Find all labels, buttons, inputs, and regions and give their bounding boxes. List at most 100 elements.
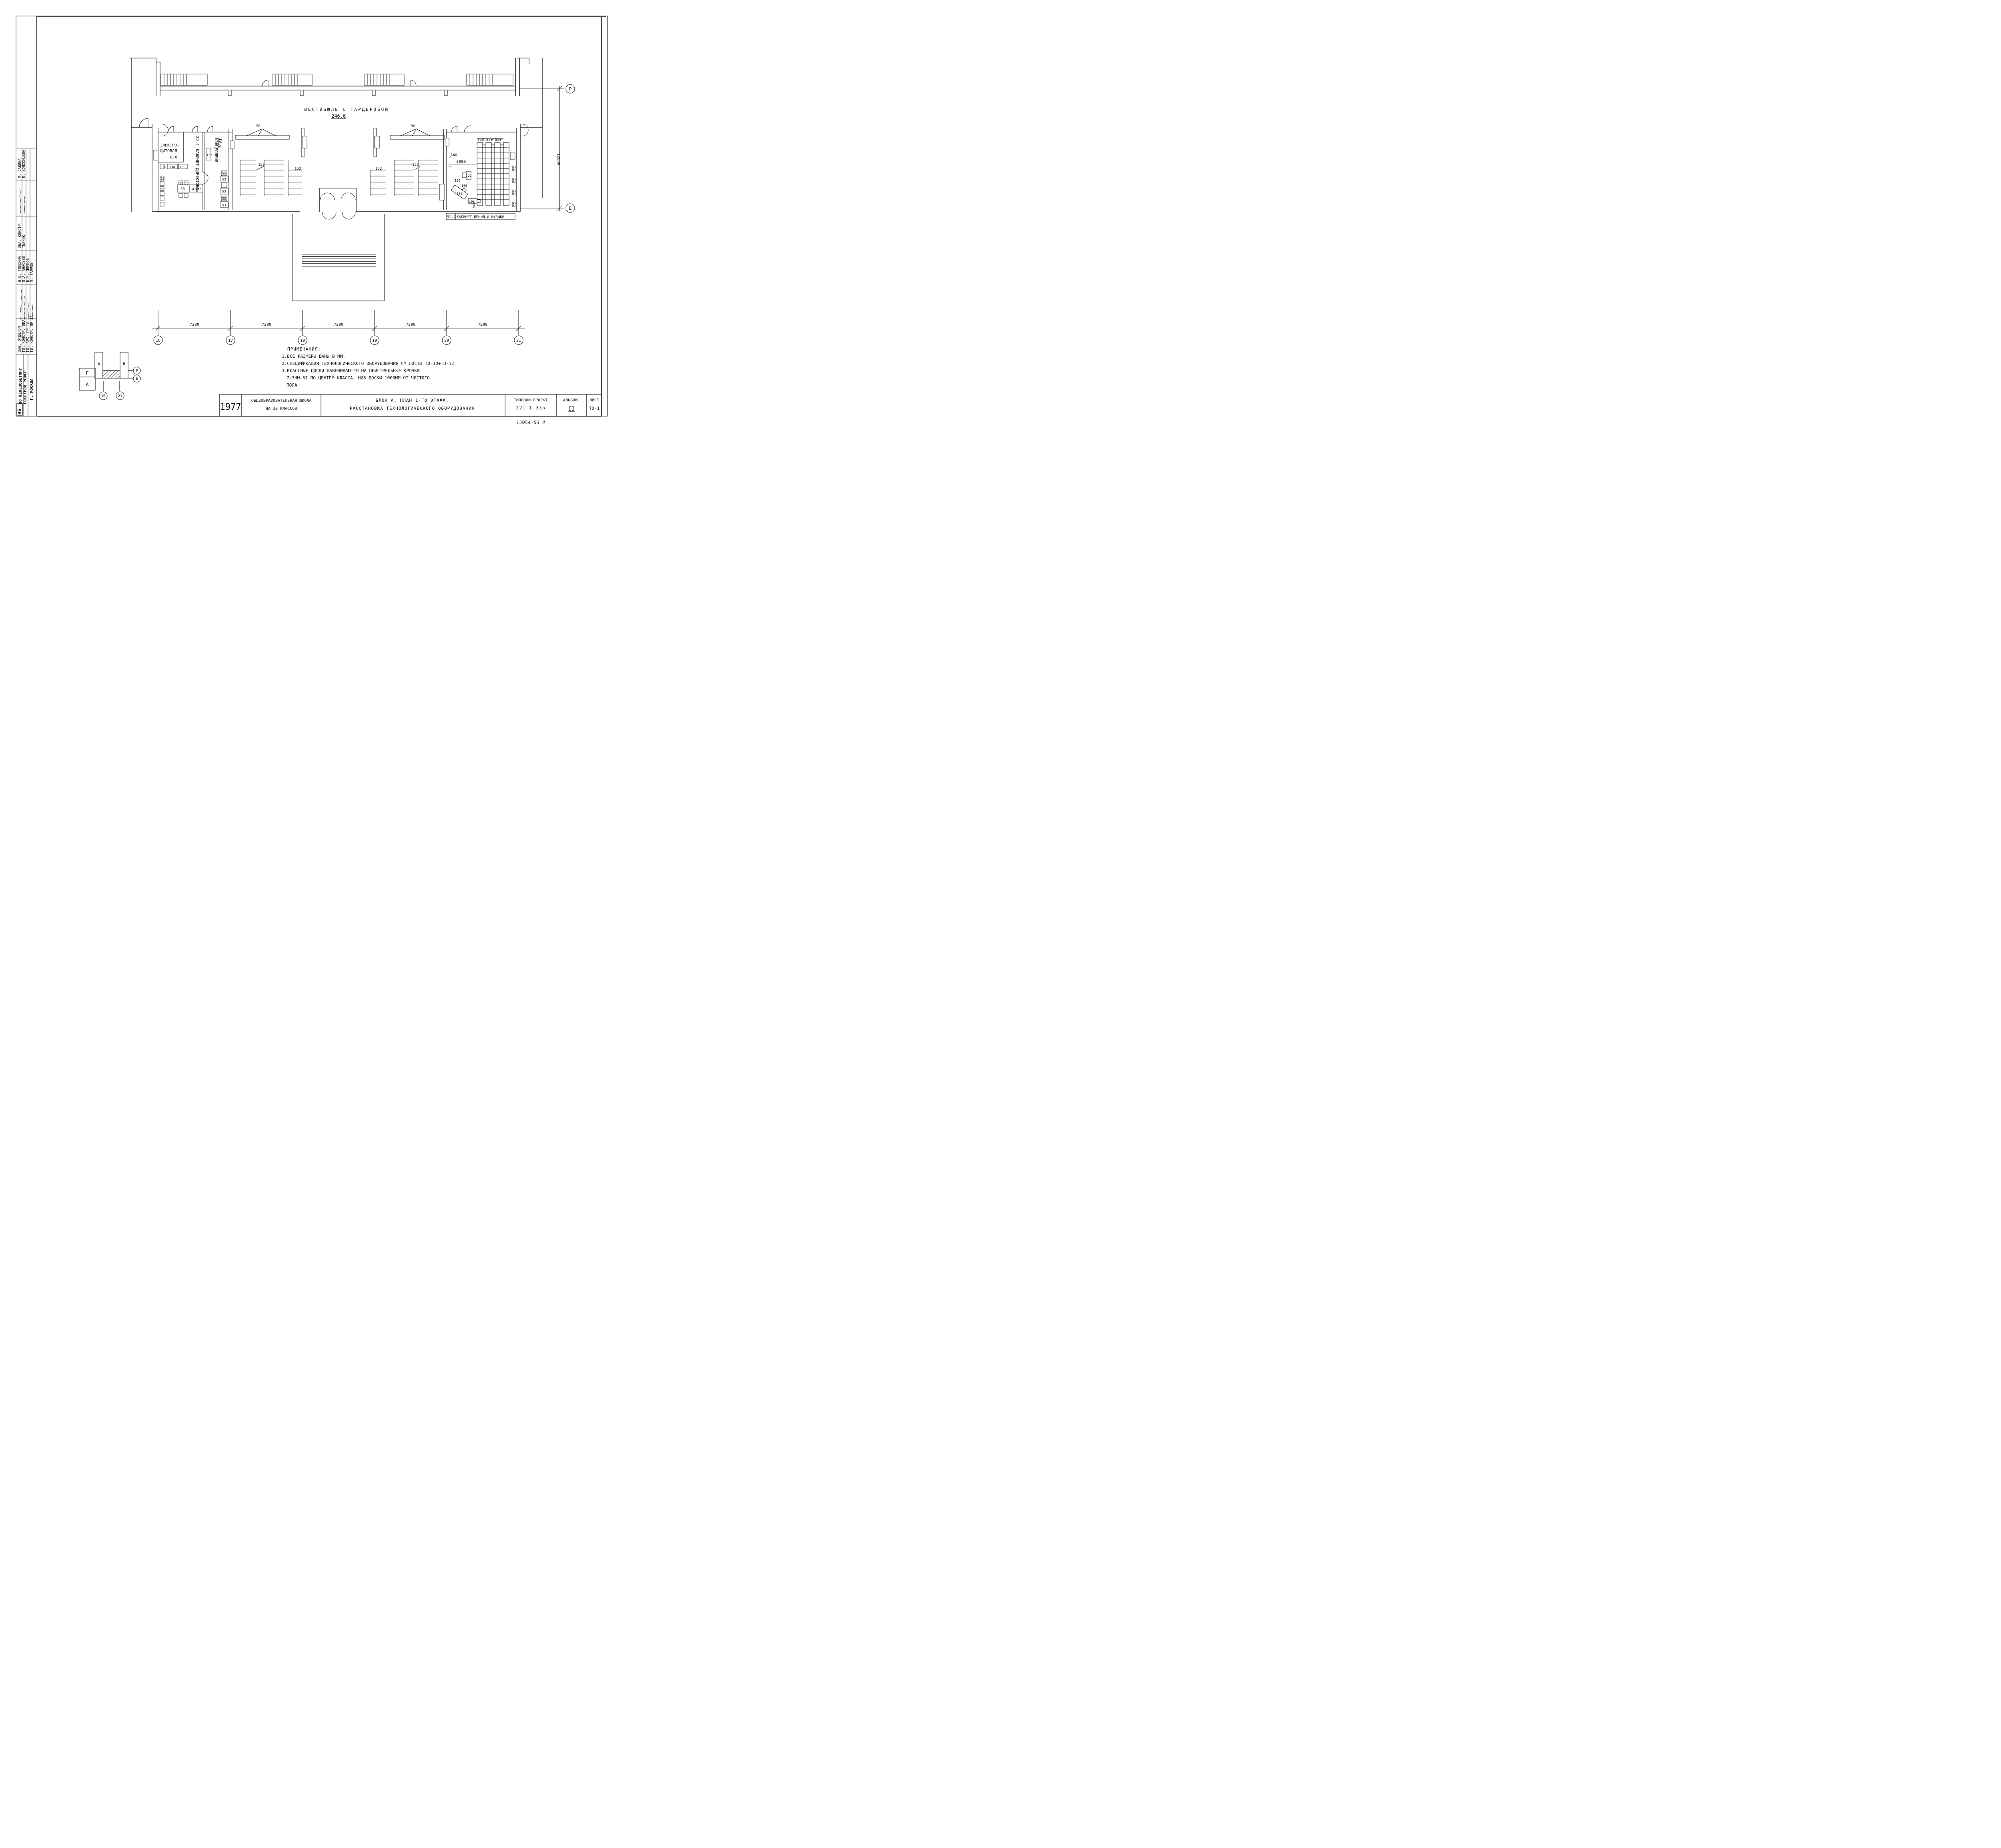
notes-heading: ПРИМЕЧАНИЯ: [287, 347, 321, 352]
eq-147: 147 [190, 187, 196, 191]
stamp-name2-1: М. САВИНА [18, 158, 22, 178]
eq-500: 500 [472, 202, 476, 208]
signatures [19, 188, 33, 321]
eq-152-c: 152 [375, 167, 382, 171]
stamp-name2-2: Л. ВОЛХОНЦЕВА [22, 150, 26, 178]
eq-55-e: 55 [222, 172, 226, 175]
music-area: 52.7 [447, 215, 456, 219]
office-furniture [153, 148, 517, 208]
tb-sheet-label: ЛИСТ [589, 398, 599, 403]
dim-16-17: 7200 [190, 323, 199, 327]
dimension-lines [152, 84, 575, 345]
title-block [219, 394, 602, 416]
eq-50: 50 [449, 165, 453, 169]
columns [228, 90, 449, 200]
logo-box [16, 403, 23, 416]
stamp-name-1: Н.Б. ГОЛДИНА [18, 256, 22, 282]
tb-sheet-number: ТО-1 [589, 406, 600, 411]
eq-850-b: 850 [486, 138, 493, 142]
org-city: Г. МОСКВА [30, 379, 34, 400]
tb-project-number: 221-1-335 [516, 405, 545, 411]
eq-155: 155 [461, 184, 467, 188]
eq-53-a: 53 [180, 187, 185, 191]
dim-20-21: 7200 [478, 323, 487, 327]
side-stamp [16, 148, 37, 417]
tb-school-2: НА 30 КЛАССОВ [266, 407, 297, 411]
note-2: 2.СПЕЦИФИКАЦИЯ ТЕХНОЛОГИЧЕСКОГО ОБОРУДОВ… [282, 361, 454, 366]
eq-55-c: 55 [179, 182, 183, 185]
eq-24-b: 24 [513, 179, 517, 182]
eq-151: 151 [161, 165, 167, 169]
dim-19-20: 7200 [406, 323, 415, 327]
lobby-area: 246.6 [331, 113, 346, 119]
notes: ПРИМЕЧАНИЯ: 1.ВСЕ РАЗМЕРЫ ДАНЫ В ММ. 2.С… [282, 347, 454, 388]
axis-20: 20 [444, 339, 449, 343]
eq-122: 122 [466, 174, 472, 178]
tb-school-1: ОБЩЕОБРАЗОВАТЕЛЬНАЯ ШКОЛА [251, 399, 312, 403]
eq-139: 139 [180, 165, 186, 169]
eq-125: 125 [455, 179, 461, 182]
stamp-name-4: М. ТАРРОВ [30, 263, 34, 282]
eq-24-d: 24 [513, 203, 517, 206]
office-name: КАНЦЕЛЯРИЯ [214, 138, 218, 162]
eq-56-left: 56 [256, 124, 261, 128]
room-labels: ВЕСТИБЮЛЬ С ГАРДЕРОБОМ 246.6 ЭЛЕКТРО- ЩИ… [160, 107, 515, 220]
drawing-sheet: ЗАВ. ОТДЕЛОМ ГЛ. КОНСТР.-ОПА. ГЛ. АРХ. П… [16, 16, 608, 425]
eq-53-d: 53 [222, 203, 226, 207]
tb-album-number: II [568, 406, 575, 412]
tb-title-2: РАССТАНОВКА ТЕХНОЛОГИЧЕСКОГО ОБОРУДОВАНИ… [350, 406, 475, 411]
tb-album-label: АЛЬБОМ. [563, 398, 580, 403]
elec-name-1: ЭЛЕКТРО- [160, 143, 179, 148]
note-3c: ПОЛА [287, 383, 297, 388]
org-stamp: ПО ЖЕЛЕЗОБЕТОНУ ГОССТРОЯ РСФСР Г. МОСКВА… [16, 368, 34, 416]
axis-21: 21 [516, 339, 521, 343]
key-plan: Г Б В А Р Е 16 21 [79, 352, 141, 400]
stamp-role2-2: ТЕХНИК [22, 235, 26, 248]
stamp-name-3: Е.Ч. ПЛЯКОВ [26, 258, 30, 282]
director-name: КАБИНЕТ ДИРЕКТОРА [195, 149, 199, 190]
note-3a: 3.КЛАССНЫЕ ДОСКИ НАВЕШИВАЮТСЯ НА ПРИСТРЕ… [282, 368, 419, 373]
office-area: 19.0 [218, 138, 223, 148]
eq-154: 154 [457, 192, 463, 196]
org-name-1: ПО ЖЕЛЕЗОБЕТОНУ [18, 368, 23, 404]
lobby-name: ВЕСТИБЮЛЬ С ГАРДЕРОБОМ [304, 107, 389, 112]
axis-16: 16 [156, 339, 160, 343]
key-plan-hatched-block [102, 370, 120, 379]
eq-150: 150 [198, 187, 204, 191]
stamp-role-2: ГЛ. КОНСТР.-ОПА. [22, 317, 26, 352]
eq-850-a: 850 [477, 138, 484, 142]
eq-24-c: 24 [513, 191, 517, 194]
doors [139, 118, 471, 220]
stamp-name-2: П.А. АНАСЬЕВ [22, 256, 26, 282]
dimension-texts: 7200 7200 7200 7200 7200 16 17 18 19 20 … [156, 86, 572, 343]
key-block-v: В [123, 361, 126, 366]
org-name-2: ГОССТРОЯ РСФСР [23, 371, 28, 404]
stamp-role-4: ГЛ. КОНСТР. ПР-ТА [30, 315, 34, 352]
eq-53-c: 53 [222, 190, 226, 193]
music-label-box [446, 213, 515, 220]
note-3b: 7-ЗНМ-31 ПО ЦЕНТРУ КЛАССА, НИЗ ДОСКИ 100… [287, 375, 430, 381]
title-block-text: 1977 ОБЩЕОБРАЗОВАТЕЛЬНАЯ ШКОЛА НА 30 КЛА… [220, 397, 600, 425]
dim-18-19: 7200 [334, 323, 343, 327]
axis-e: Е [569, 206, 572, 211]
eq-55-f: 55 [222, 197, 226, 200]
eq-152-d: 152 [412, 163, 419, 167]
eq-850-c: 850 [495, 138, 501, 142]
equipment-labels: 56 56 152 152 152 152 151 138 139 55 55 … [160, 124, 517, 208]
tb-title-1: БЛОК А. ПЛАН 1-ГО ЭТАЖА. [376, 398, 449, 403]
eq-138: 138 [169, 165, 175, 169]
eq-152-b: 152 [295, 167, 301, 171]
key-block-a: А [86, 382, 89, 387]
note-1: 1.ВСЕ РАЗМЕРЫ ДАНЫ В ММ. [282, 354, 345, 359]
footer-code: 15954-03 4 [516, 420, 545, 425]
key-axis-p: Р [136, 369, 138, 373]
eq-56-right: 56 [411, 124, 415, 128]
axis-17: 17 [228, 339, 233, 343]
eq-149: 149 [468, 200, 474, 204]
elec-name-2: ЩИТОВАЯ [160, 149, 177, 153]
key-axis-21: 21 [118, 394, 122, 398]
eq-55-b: 55 [160, 187, 164, 191]
floor-plan [129, 58, 543, 301]
eq-24-a: 24 [513, 167, 517, 170]
stamp-role-1: ЗАВ. ОТДЕЛОМ [18, 326, 22, 352]
